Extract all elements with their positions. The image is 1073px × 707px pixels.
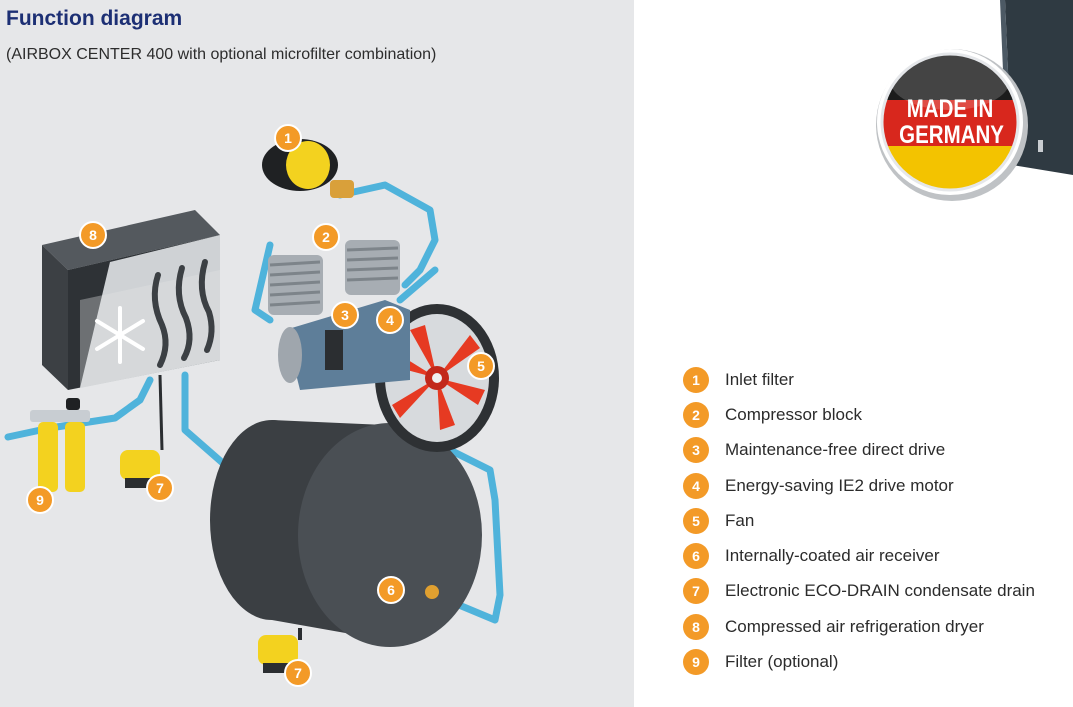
snowflake-icon — [95, 306, 145, 364]
legend-label: Inlet filter — [725, 370, 794, 389]
legend-label: Compressed air refrigeration dryer — [725, 617, 984, 636]
legend-number-badge: 4 — [683, 473, 709, 499]
legend-item-eco-drain: 7 Electronic ECO-DRAIN condensate drain — [683, 577, 1073, 605]
callout-5: 5 — [467, 352, 495, 380]
legend-item-compressor-block: 2 Compressor block — [683, 401, 1073, 429]
legend-number-badge: 5 — [683, 508, 709, 534]
callout-2: 2 — [312, 223, 340, 251]
legend-item-refrigeration-dryer: 8 Compressed air refrigeration dryer — [683, 613, 1073, 641]
callout-1-number: 1 — [284, 130, 292, 146]
callout-8: 8 — [79, 221, 107, 249]
legend-number-badge: 9 — [683, 649, 709, 675]
callout-9: 9 — [26, 486, 54, 514]
legend-label: Fan — [725, 511, 755, 530]
tank-front-end — [298, 423, 482, 647]
legend-item-inlet-filter: 1 Inlet filter — [683, 366, 1073, 394]
legend-item-air-receiver: 6 Internally-coated air receiver — [683, 542, 1073, 570]
legend-label: Internally-coated air receiver — [725, 546, 940, 565]
callout-7-upper: 7 — [146, 474, 174, 502]
pipe-block-top — [336, 181, 439, 289]
legend-item-fan: 5 Fan — [683, 507, 1073, 535]
callout-3-number: 3 — [341, 307, 349, 323]
air-receiver-tank — [210, 420, 482, 647]
legend-item-direct-drive: 3 Maintenance-free direct drive — [683, 436, 1073, 464]
legend-label: Compressor block — [725, 405, 862, 424]
callout-4: 4 — [376, 306, 404, 334]
page-title: Function diagram — [6, 7, 183, 30]
callout-8-number: 8 — [89, 227, 97, 243]
legend-item-filter-optional: 9 Filter (optional) — [683, 648, 1073, 676]
refrigeration-dryer — [42, 210, 220, 390]
callout-5-number: 5 — [477, 358, 485, 374]
legend-number-badge: 3 — [683, 437, 709, 463]
pipe-block-right — [396, 266, 439, 304]
pipe-dryer-filter — [4, 376, 154, 441]
legend-number-badge: 8 — [683, 614, 709, 640]
callout-7-lower-number: 7 — [294, 665, 302, 681]
pipe-dryer-receiver — [181, 371, 229, 469]
legend-number-badge: 6 — [683, 543, 709, 569]
callout-9-number: 9 — [36, 492, 44, 508]
eco-drain-lower — [258, 635, 298, 673]
callout-6-number: 6 — [387, 582, 395, 598]
callout-7-lower: 7 — [284, 659, 312, 687]
legend-label: Electronic ECO-DRAIN condensate drain — [725, 581, 1035, 600]
callout-6: 6 — [377, 576, 405, 604]
pipe-receiver-outlet — [431, 441, 504, 624]
seal-area — [876, 0, 1073, 201]
legend-label: Maintenance-free direct drive — [725, 440, 946, 459]
callout-2-number: 2 — [322, 229, 330, 245]
pipe-block-left — [251, 241, 274, 324]
legend-item-drive-motor: 4 Energy-saving IE2 drive motor — [683, 472, 1073, 500]
inlet-filter — [262, 139, 354, 198]
callout-1: 1 — [274, 124, 302, 152]
tank-outlet-fitting — [425, 585, 439, 599]
made-in-germany-seal — [876, 49, 1028, 201]
legend-label: Filter (optional) — [725, 652, 839, 671]
legend-label: Energy-saving IE2 drive motor — [725, 476, 954, 495]
seal-text-line2: GERMANY — [899, 121, 1004, 149]
seal-text-line1: MADE IN — [906, 95, 994, 123]
legend-number-badge: 7 — [683, 578, 709, 604]
eco-drain-upper — [120, 374, 164, 488]
optional-filters — [30, 398, 90, 492]
legend-number-badge: 1 — [683, 367, 709, 393]
air-pipes — [4, 181, 504, 624]
callout-7-upper-number: 7 — [156, 480, 164, 496]
compressor-block — [268, 240, 400, 315]
callout-4-number: 4 — [386, 312, 394, 328]
function-diagram: 1 2 3 4 5 6 7 7 8 9 — [4, 124, 504, 687]
callout-3: 3 — [331, 301, 359, 329]
page-subtitle: (AIRBOX CENTER 400 with optional microfi… — [6, 46, 437, 63]
legend-number-badge: 2 — [683, 402, 709, 428]
